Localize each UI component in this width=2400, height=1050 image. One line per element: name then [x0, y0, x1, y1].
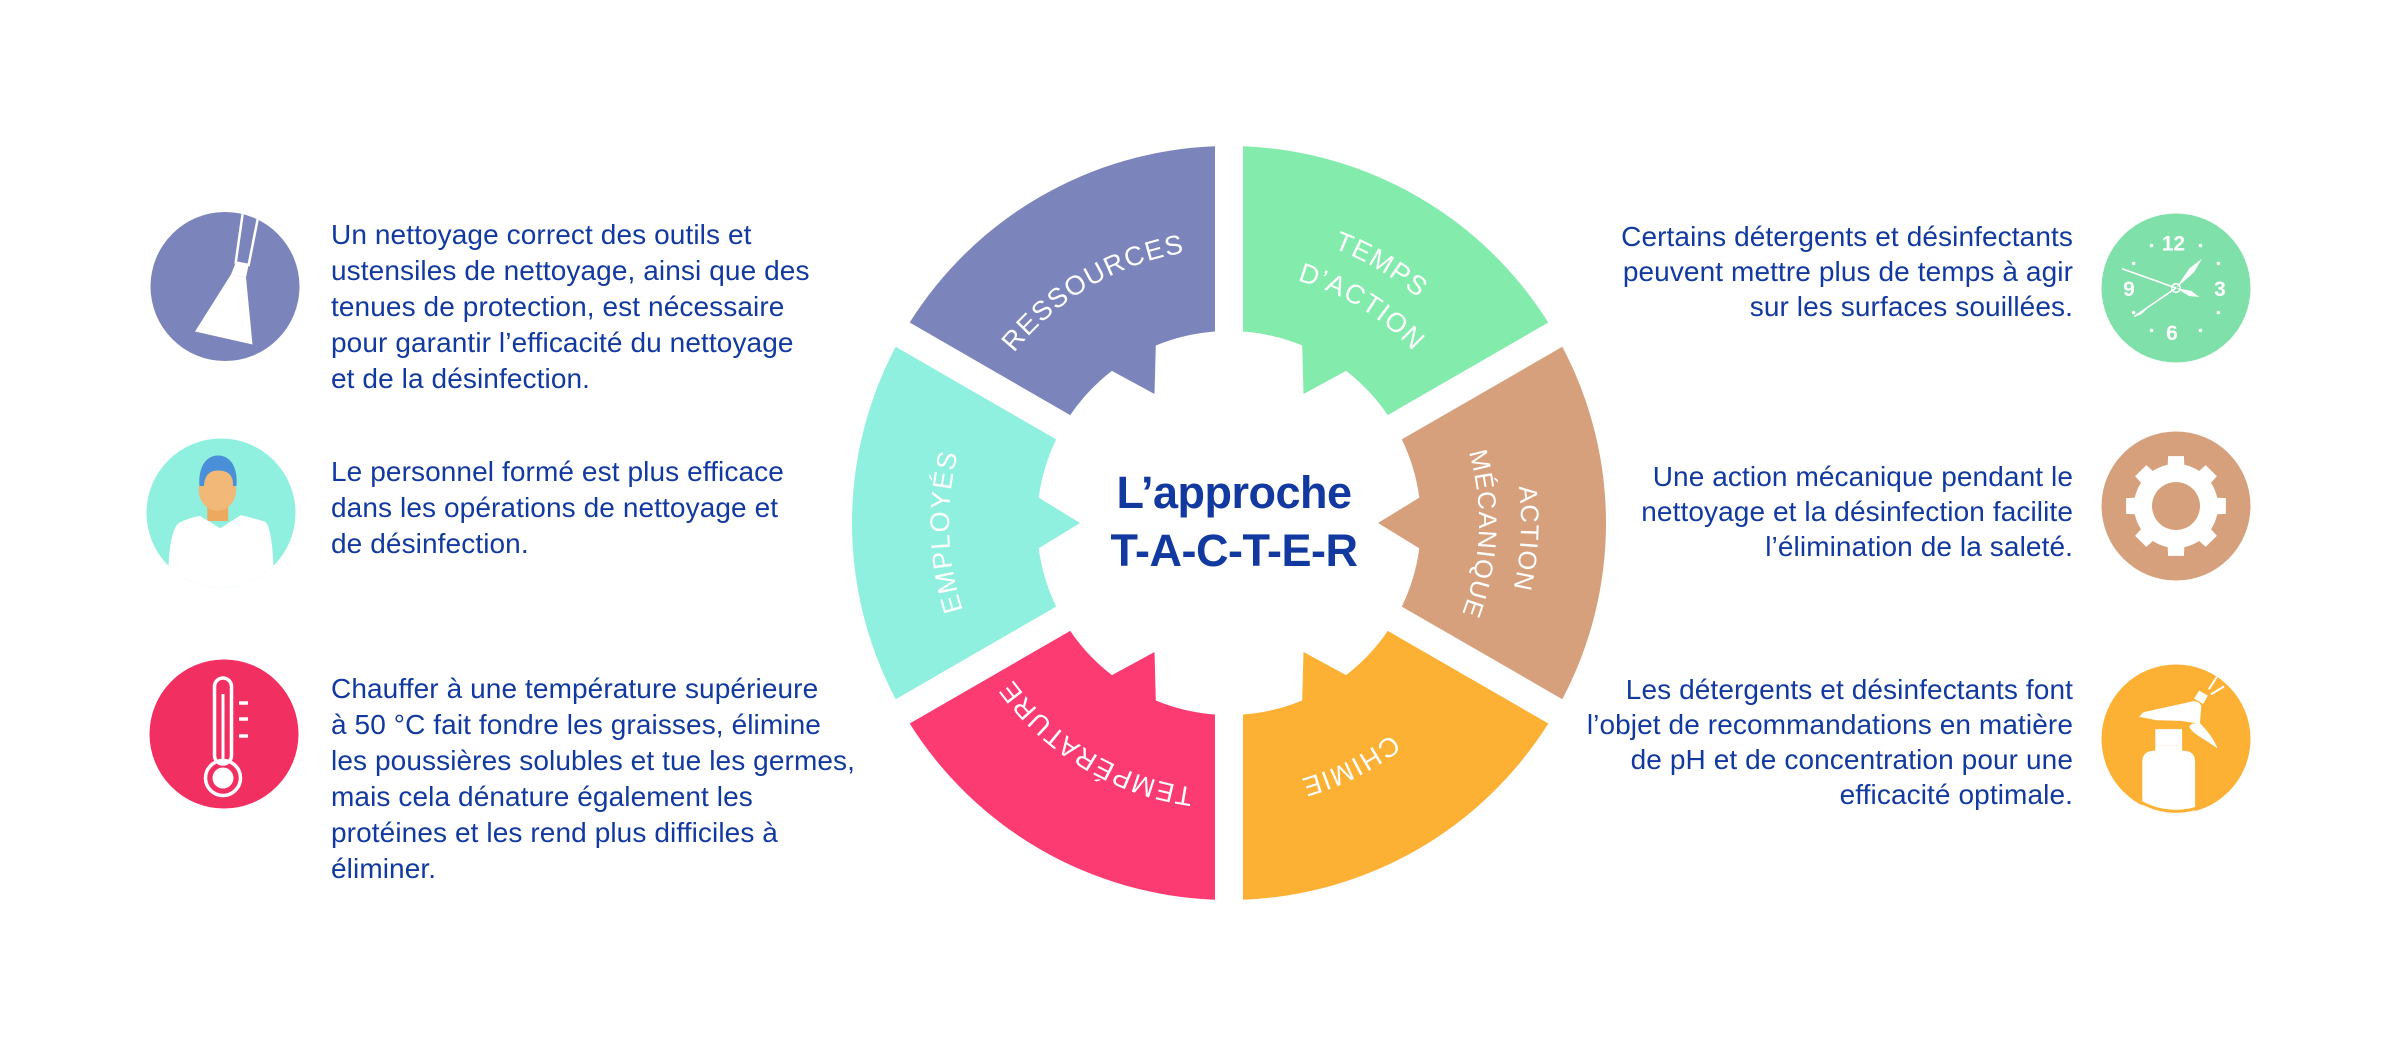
svg-text:9: 9 [2123, 278, 2135, 301]
svg-text:Un nettoyage correct des outil: Un nettoyage correct des outils et [331, 219, 752, 250]
svg-text:ustensiles de nettoyage, ainsi: ustensiles de nettoyage, ainsi que des [331, 255, 810, 286]
svg-text:Chauffer à une température sup: Chauffer à une température supérieure [331, 673, 818, 704]
svg-text:mais cela dénature également l: mais cela dénature également les [331, 781, 753, 812]
svg-text:l’élimination de la saleté.: l’élimination de la saleté. [1765, 531, 2073, 562]
svg-text:dans les opérations de nettoya: dans les opérations de nettoyage et [331, 492, 778, 523]
svg-text:sur les surfaces souillées.: sur les surfaces souillées. [1750, 291, 2073, 322]
svg-text:Le personnel formé est plus ef: Le personnel formé est plus efficace [331, 456, 784, 487]
svg-text:12: 12 [2162, 233, 2185, 256]
svg-text:de pH et de concentration pour: de pH et de concentration pour une [1631, 744, 2073, 775]
svg-text:3: 3 [2214, 278, 2226, 301]
svg-text:à 50 °C fait fondre les graiss: à 50 °C fait fondre les graisses, élimin… [331, 709, 821, 740]
svg-text:l’objet de recommandations en: l’objet de recommandations en matière [1587, 709, 2073, 740]
svg-text:Certains détergents et désinfe: Certains détergents et désinfectants [1621, 221, 2073, 252]
svg-text:efficacité optimale.: efficacité optimale. [1840, 779, 2073, 810]
svg-text:tenues de protection, est néce: tenues de protection, est nécessaire [331, 291, 784, 322]
svg-text:6: 6 [2166, 322, 2178, 345]
svg-text:pour garantir l’efficacité du: pour garantir l’efficacité du nettoyage [331, 327, 794, 358]
svg-text:et de la désinfection.: et de la désinfection. [331, 363, 590, 394]
svg-text:Les détergents et désinfectant: Les détergents et désinfectants font [1626, 674, 2073, 705]
svg-text:protéines et les rend plus dif: protéines et les rend plus difficiles à [331, 817, 778, 848]
svg-text:nettoyage et la désinfection f: nettoyage et la désinfection facilite [1641, 496, 2073, 527]
svg-text:L’approche: L’approche [1116, 467, 1351, 518]
svg-text:les poussières solubles et tue: les poussières solubles et tue les germe… [331, 745, 855, 776]
svg-text:T-A-C-T-E-R: T-A-C-T-E-R [1111, 525, 1358, 576]
svg-text:éliminer.: éliminer. [331, 853, 436, 884]
svg-text:Une action mécanique pendant l: Une action mécanique pendant le [1653, 461, 2073, 492]
svg-text:peuvent mettre plus de temps à: peuvent mettre plus de temps à agir [1623, 256, 2073, 287]
svg-text:de désinfection.: de désinfection. [331, 528, 529, 559]
